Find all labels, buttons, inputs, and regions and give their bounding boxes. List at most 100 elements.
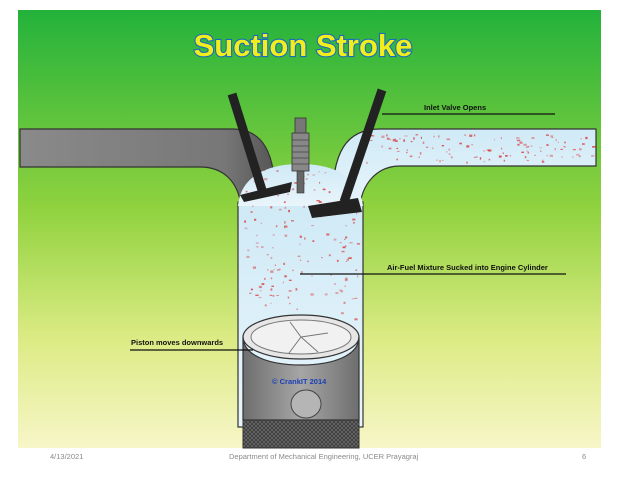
- fuel-particle: [274, 264, 276, 266]
- fuel-particle: [541, 161, 545, 163]
- fuel-particle: [352, 218, 356, 221]
- fuel-particle: [288, 279, 292, 281]
- fuel-particle: [340, 290, 344, 293]
- fuel-particle: [433, 135, 435, 138]
- fuel-particle: [392, 139, 396, 142]
- fuel-particle: [344, 285, 346, 287]
- fuel-particle: [585, 136, 588, 140]
- copyright-label: © CrankIT 2014: [272, 377, 327, 386]
- fuel-particle: [483, 161, 486, 163]
- fuel-particle: [564, 145, 566, 148]
- fuel-particle: [344, 278, 348, 282]
- fuel-particle: [346, 258, 349, 261]
- fuel-particle: [345, 277, 348, 280]
- fuel-particle: [336, 259, 339, 262]
- fuel-particle: [244, 220, 246, 223]
- fuel-particle: [335, 292, 339, 294]
- fuel-particle: [519, 141, 523, 144]
- fuel-particle: [446, 138, 451, 141]
- fuel-particle: [386, 137, 390, 140]
- fuel-particle: [572, 149, 576, 151]
- fuel-particle: [422, 141, 425, 144]
- fuel-particle: [418, 156, 420, 158]
- fuel-particle: [404, 135, 408, 137]
- fuel-particle: [264, 277, 266, 280]
- fuel-particle: [253, 180, 255, 183]
- fuel-particle: [502, 152, 504, 154]
- fuel-particle: [287, 193, 289, 195]
- fuel-particle: [381, 135, 385, 138]
- fuel-particle: [415, 134, 419, 136]
- fuel-particle: [344, 238, 346, 240]
- fuel-particle: [394, 138, 396, 141]
- fuel-particle: [483, 150, 485, 152]
- fuel-particle: [316, 200, 320, 202]
- fuel-particle: [312, 174, 315, 176]
- fuel-particle: [299, 243, 301, 246]
- fuel-particle: [324, 293, 328, 296]
- fuel-particle: [333, 238, 337, 241]
- fuel-particle: [250, 288, 253, 291]
- fuel-particle: [509, 154, 512, 157]
- fuel-particle: [343, 301, 346, 304]
- fuel-particle: [310, 293, 314, 296]
- fuel-particle: [397, 150, 400, 152]
- spark-plug: [291, 117, 310, 194]
- fuel-particle: [469, 134, 473, 137]
- fuel-particle: [272, 234, 275, 236]
- fuel-particle: [270, 277, 273, 280]
- fuel-particle: [580, 138, 582, 140]
- exhaust-valve: [227, 92, 292, 202]
- fuel-particle: [348, 257, 352, 259]
- fuel-particle: [419, 152, 422, 155]
- fuel-particle: [267, 269, 269, 271]
- fuel-particle: [369, 140, 373, 141]
- fuel-particle: [328, 254, 331, 257]
- fuel-particle: [318, 171, 320, 173]
- inlet-valve: [308, 88, 387, 218]
- fuel-particle: [526, 150, 528, 152]
- fuel-particle: [366, 161, 368, 164]
- fuel-particle: [321, 257, 323, 259]
- fuel-particle: [303, 205, 305, 208]
- inlet-valve-label: Inlet Valve Opens: [424, 103, 486, 112]
- fuel-particle: [264, 304, 267, 307]
- fuel-particle: [352, 222, 355, 224]
- fuel-particle: [310, 275, 314, 277]
- fuel-particle: [272, 295, 275, 297]
- fuel-particle: [275, 225, 278, 228]
- fuel-particle: [471, 144, 474, 146]
- fuel-particle: [450, 156, 453, 159]
- fuel-particle: [312, 240, 315, 242]
- fuel-particle: [579, 148, 582, 151]
- fuel-particle: [526, 159, 529, 161]
- fuel-particle: [554, 148, 556, 151]
- fuel-particle: [525, 146, 529, 148]
- fuel-particle: [576, 153, 580, 156]
- fuel-particle: [284, 225, 288, 228]
- fuel-particle: [546, 154, 548, 157]
- fuel-particle: [464, 134, 466, 136]
- fuel-particle: [441, 145, 445, 147]
- fuel-particle: [356, 243, 361, 245]
- fuel-particle: [255, 242, 259, 244]
- fuel-particle: [516, 137, 520, 140]
- fuel-particle: [283, 262, 286, 265]
- fuel-particle: [578, 155, 581, 158]
- fuel-particle: [269, 294, 273, 296]
- fuel-particle: [291, 220, 294, 222]
- fuel-particle: [344, 245, 347, 248]
- fuel-particle: [259, 285, 262, 289]
- fuel-particle: [324, 172, 327, 174]
- fuel-particle: [345, 225, 347, 227]
- fuel-particle: [301, 271, 303, 274]
- fuel-particle: [271, 285, 274, 287]
- fuel-particle: [255, 294, 259, 296]
- fuel-particle: [550, 135, 554, 137]
- fuel-particle: [304, 237, 306, 240]
- fuel-particle: [466, 161, 468, 164]
- fuel-particle: [420, 136, 422, 139]
- fuel-particle: [264, 178, 268, 181]
- fuel-particle: [272, 247, 274, 249]
- fuel-particle: [273, 269, 275, 270]
